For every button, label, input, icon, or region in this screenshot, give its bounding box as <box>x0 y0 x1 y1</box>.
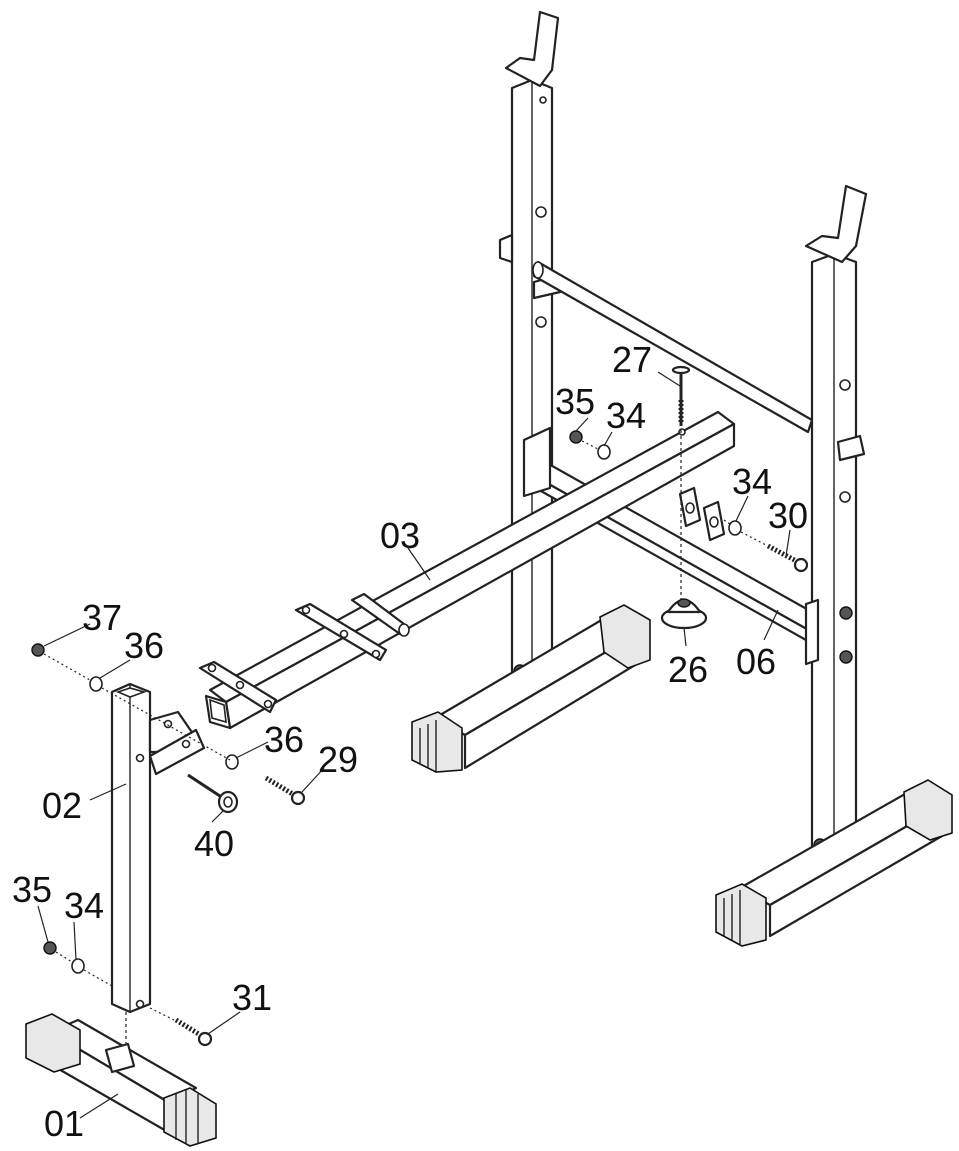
nut-37 <box>31 643 45 657</box>
callout-40: 40 <box>194 823 234 864</box>
right-rack-hook <box>804 184 868 264</box>
callout-27: 27 <box>612 339 652 380</box>
callout-35-bottom: 35 <box>12 869 52 910</box>
washer-34-bottom <box>71 958 85 974</box>
nut-35-bottom <box>43 941 57 955</box>
bolt-30 <box>766 543 809 573</box>
callout-02: 02 <box>42 785 82 826</box>
washer-36-bottom <box>225 754 239 770</box>
callout-36-top: 36 <box>124 625 164 666</box>
assembly-paths <box>43 440 767 1021</box>
callout-30: 30 <box>768 495 808 536</box>
bolt-31 <box>174 1017 213 1047</box>
callout-26: 26 <box>668 649 708 690</box>
front-upright-02 <box>110 682 206 1048</box>
right-upright <box>804 184 868 866</box>
pin-40 <box>187 773 239 814</box>
top-cross-bar <box>532 260 814 434</box>
washer-34-right <box>728 520 742 536</box>
bolt-29 <box>264 775 306 806</box>
callout-labels: 27 35 34 34 30 03 37 36 26 06 36 29 02 4… <box>12 339 808 1144</box>
callout-03: 03 <box>380 515 420 556</box>
callout-leaders <box>37 371 791 1119</box>
callout-34-top: 34 <box>606 395 646 436</box>
callout-35-top: 35 <box>555 381 595 422</box>
right-foot <box>715 779 953 947</box>
callout-06: 06 <box>736 641 776 682</box>
washer-36-top <box>89 676 103 692</box>
nut-35-top <box>569 430 583 444</box>
callout-34-right: 34 <box>732 461 772 502</box>
callout-29: 29 <box>318 739 358 780</box>
knob-26 <box>660 598 708 630</box>
left-foot <box>411 604 651 773</box>
callout-34-bottom: 34 <box>64 885 104 926</box>
front-foot-01 <box>25 1013 217 1147</box>
bolt-27 <box>671 365 691 600</box>
callout-37: 37 <box>82 597 122 638</box>
left-upright <box>498 10 562 700</box>
callout-01: 01 <box>44 1103 84 1144</box>
bench-frame-03 <box>198 410 736 730</box>
callout-31: 31 <box>232 977 272 1018</box>
left-rack-hook <box>504 10 560 88</box>
washer-34-top <box>597 444 611 460</box>
callout-36-bottom: 36 <box>264 719 304 760</box>
